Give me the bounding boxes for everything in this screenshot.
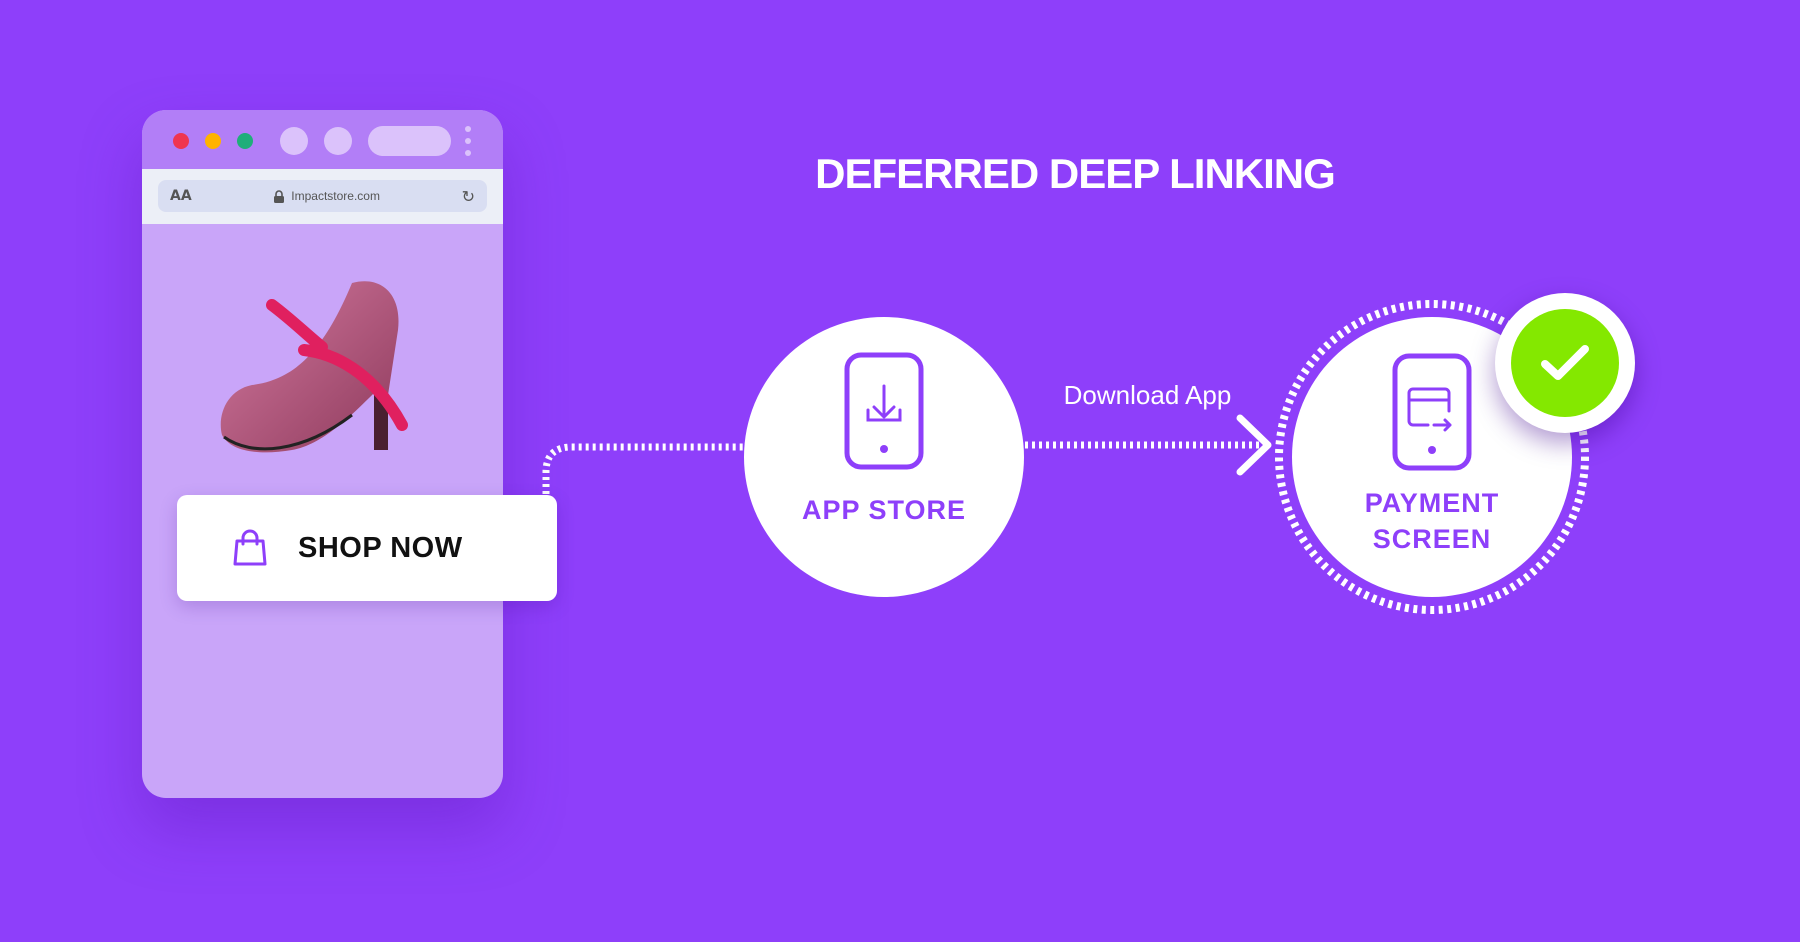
close-window-dot[interactable]	[173, 133, 189, 149]
download-app-label: Download App	[1063, 380, 1232, 410]
shoe-image	[220, 281, 408, 453]
url-text: Impactstore.com	[291, 189, 380, 203]
page-title: DEFERRED DEEP LINKING	[815, 150, 1336, 197]
payment-screen-step: PAYMENT SCREEN	[1292, 317, 1572, 597]
shop-now-button[interactable]: SHOP NOW	[177, 495, 557, 601]
nav-forward-button[interactable]	[324, 127, 352, 155]
payment-label-line2: SCREEN	[1372, 524, 1492, 554]
dashed-ring	[1275, 300, 1589, 614]
check-circle	[1511, 309, 1619, 417]
browser-window: AA Impactstore.com ↻	[142, 110, 503, 798]
nav-back-button[interactable]	[280, 127, 308, 155]
checkmark-icon	[1541, 345, 1589, 380]
browser-titlebar	[142, 110, 503, 169]
menu-dot	[465, 138, 471, 144]
app-store-label: APP STORE	[801, 495, 967, 525]
payment-label-line1: PAYMENT	[1364, 488, 1500, 518]
reload-icon[interactable]: ↻	[461, 186, 475, 206]
success-badge	[1495, 293, 1635, 433]
shop-now-label: SHOP NOW	[298, 531, 463, 564]
maximize-window-dot[interactable]	[237, 133, 253, 149]
address-bar[interactable]: AA Impactstore.com ↻	[158, 180, 487, 212]
minimize-window-dot[interactable]	[205, 133, 221, 149]
url-field[interactable]: Impactstore.com	[273, 189, 380, 203]
text-size-button[interactable]: AA	[170, 188, 192, 204]
lock-icon	[274, 189, 285, 203]
app-store-step: APP STORE	[744, 317, 1024, 597]
dotted-connector-left	[542, 443, 745, 494]
shopping-bag-icon	[233, 529, 267, 566]
arrow-chevron-icon	[1236, 414, 1272, 476]
tab-placeholder[interactable]	[368, 126, 451, 156]
menu-dot	[465, 150, 471, 156]
payment-screen-label: PAYMENT SCREEN	[1365, 485, 1500, 557]
menu-dot	[465, 126, 471, 132]
phone-payment-icon	[1392, 353, 1472, 471]
phone-download-icon	[844, 352, 924, 470]
